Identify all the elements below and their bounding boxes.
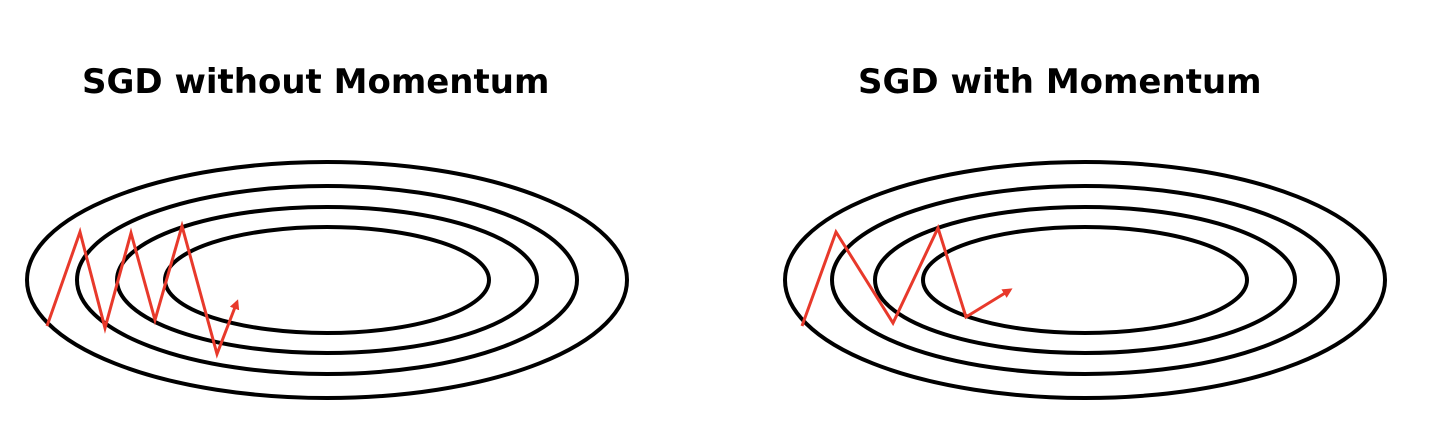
oscillating-path-line bbox=[45, 220, 240, 359]
contour-ring-inner bbox=[163, 225, 491, 335]
contour-ring-outer bbox=[783, 160, 1387, 400]
contour-ring-outer bbox=[25, 160, 629, 400]
contour-ring-inner bbox=[921, 225, 1249, 335]
panel-title-with-momentum: SGD with Momentum bbox=[858, 62, 1262, 102]
contour-ring-second bbox=[830, 184, 1340, 376]
contour-ring-third bbox=[873, 205, 1297, 355]
panel-title-without-momentum: SGD without Momentum bbox=[82, 62, 550, 102]
contour-ring-second bbox=[75, 184, 579, 376]
damped-path-line bbox=[800, 223, 1013, 327]
contour-group-with-momentum bbox=[783, 160, 1387, 400]
optimization-path-with-momentum bbox=[800, 223, 1013, 327]
optimization-path-without-momentum bbox=[45, 220, 240, 359]
